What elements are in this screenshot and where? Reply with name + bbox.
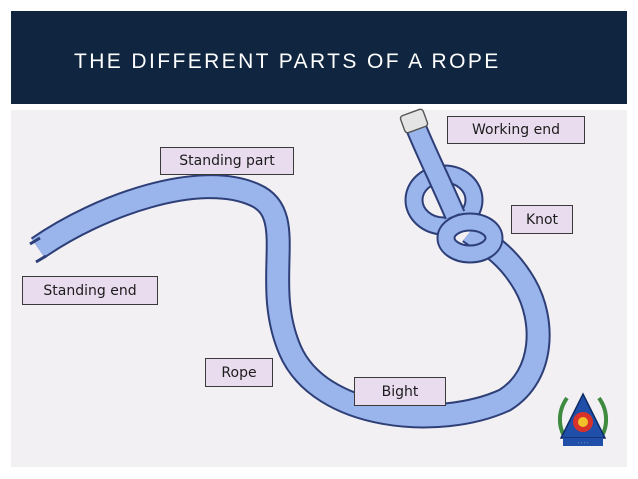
svg-text:· · · ·: · · · · [577,441,589,447]
working-end-tip [399,108,429,134]
label-rope: Rope [205,358,273,387]
label-working-end: Working end [447,116,585,144]
label-standing-part: Standing part [160,147,294,175]
slide-title: THE DIFFERENT PARTS OF A ROPE [74,50,501,73]
label-standing-end: Standing end [22,276,158,305]
rope-body [32,176,549,427]
title-bar [11,11,627,104]
label-knot: Knot [511,205,573,234]
label-bight: Bight [354,377,446,406]
standing-end-fray [29,236,47,264]
rope-illustration [29,108,551,429]
civil-defence-logo-icon: · · · · [558,392,608,447]
knot-shape [404,164,504,264]
working-end-body [406,121,464,219]
